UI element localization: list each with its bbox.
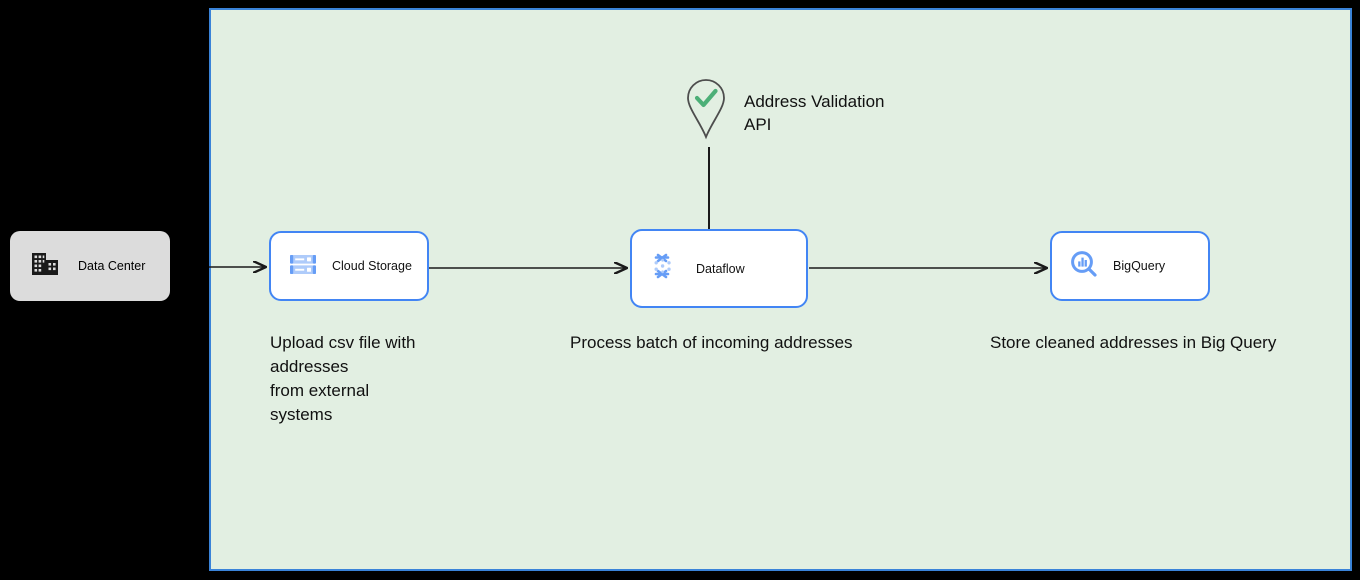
node-label-cloud-storage: Cloud Storage [332,259,412,273]
cloud-storage-icon [288,249,318,284]
dataflow-icon [650,250,682,287]
node-dataflow[interactable]: Dataflow [630,229,808,308]
caption-cloud-storage: Upload csv file with addresses from exte… [270,333,416,424]
data-center-icon [30,249,60,284]
node-cloud-storage[interactable]: Cloud Storage [269,231,429,301]
caption-bigquery: Store cleaned addresses in Big Query [990,333,1277,352]
map-pin-check-icon [686,78,726,145]
node-label-address-validation-api: Address Validation API [744,92,885,134]
node-data-center[interactable]: Data Center [10,231,170,301]
node-address-validation-api[interactable]: Address Validation API [686,78,885,145]
node-bigquery[interactable]: BigQuery [1050,231,1210,301]
caption-dataflow: Process batch of incoming addresses [570,333,853,352]
node-label-bigquery: BigQuery [1113,259,1166,273]
node-label-data-center: Data Center [78,259,146,273]
node-label-dataflow: Dataflow [696,261,745,276]
bigquery-icon [1069,249,1099,284]
